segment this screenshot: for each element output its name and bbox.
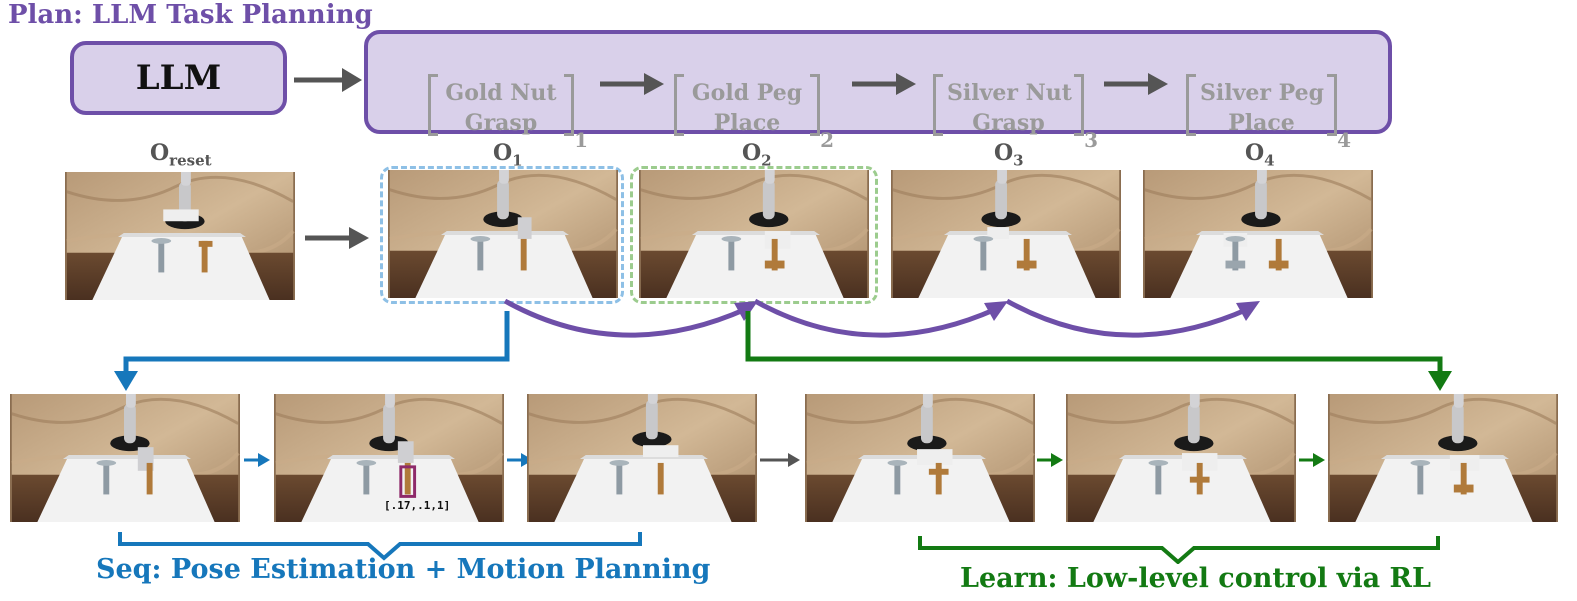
learn-brace: [918, 536, 1440, 564]
right-bracket: [1074, 74, 1084, 136]
right-bracket: [564, 74, 574, 136]
left-bracket: [674, 74, 684, 136]
learn-step-arrow: [1037, 453, 1063, 467]
learn-image-3: [1328, 394, 1558, 522]
learn-step-arrow: [1299, 453, 1325, 467]
step-index: 2: [820, 128, 834, 152]
llm-to-plan-arrow: [294, 68, 362, 92]
transition-arrow: [760, 453, 800, 467]
left-bracket: [428, 74, 438, 136]
learn-image-2: [1066, 394, 1296, 522]
llm-label: LLM: [135, 58, 222, 98]
left-bracket: [1186, 74, 1196, 136]
obs-image-2: [639, 170, 869, 298]
learn-route: [745, 311, 1443, 375]
o3-to-o4-curve: [1005, 298, 1250, 338]
pose-bounding-box: [399, 465, 417, 498]
seq-caption: Seq: Pose Estimation + Motion Planning: [96, 554, 711, 585]
obs-label-2: O2: [742, 140, 772, 170]
step-arrow: [852, 73, 916, 95]
obs-image-3: [891, 170, 1121, 298]
obs-image-reset: [65, 172, 295, 300]
step-arrow: [1104, 73, 1168, 95]
right-bracket: [1327, 74, 1337, 136]
seq-step-arrow: [244, 453, 270, 467]
group-braces: [118, 532, 1440, 564]
obs-image-1: [388, 170, 618, 298]
o3-to-o4-arrowhead: [1236, 301, 1260, 321]
o1-to-o2-curve: [503, 298, 748, 338]
obs-label-reset: Oreset: [150, 140, 212, 170]
seq-image-1: [10, 394, 240, 522]
plan-title: Plan: LLM Task Planning: [8, 0, 373, 30]
seq-arrowhead: [114, 371, 138, 391]
learn-caption: Learn: Low-level control via RL: [960, 563, 1431, 594]
flow-arrows: [114, 298, 1452, 391]
learn-image-1: [805, 394, 1035, 522]
reset-to-o1-arrow: [305, 227, 369, 249]
o2-to-o3-curve: [753, 298, 998, 338]
obs-label-4: O4: [1245, 140, 1275, 170]
right-bracket: [810, 74, 820, 136]
step-index: 4: [1337, 128, 1351, 152]
seq-image-3: [527, 394, 757, 522]
o2-to-o3-arrowhead: [984, 301, 1008, 321]
obs-label-3: O3: [994, 140, 1024, 170]
step-index: 1: [574, 128, 588, 152]
left-bracket: [933, 74, 943, 136]
seq-image-2: [274, 394, 504, 522]
pose-annotation: [.17,.1,1]: [384, 499, 451, 512]
step-index: 3: [1084, 128, 1098, 152]
seq-brace: [118, 532, 642, 561]
seq-route: [123, 311, 510, 375]
step-arrow: [600, 73, 664, 95]
obs-image-4: [1143, 170, 1373, 298]
llm-box: LLM: [70, 41, 287, 115]
o1-highlight-box: [380, 166, 624, 304]
learn-arrowhead: [1428, 371, 1452, 391]
obs-label-1: O1: [493, 140, 523, 170]
